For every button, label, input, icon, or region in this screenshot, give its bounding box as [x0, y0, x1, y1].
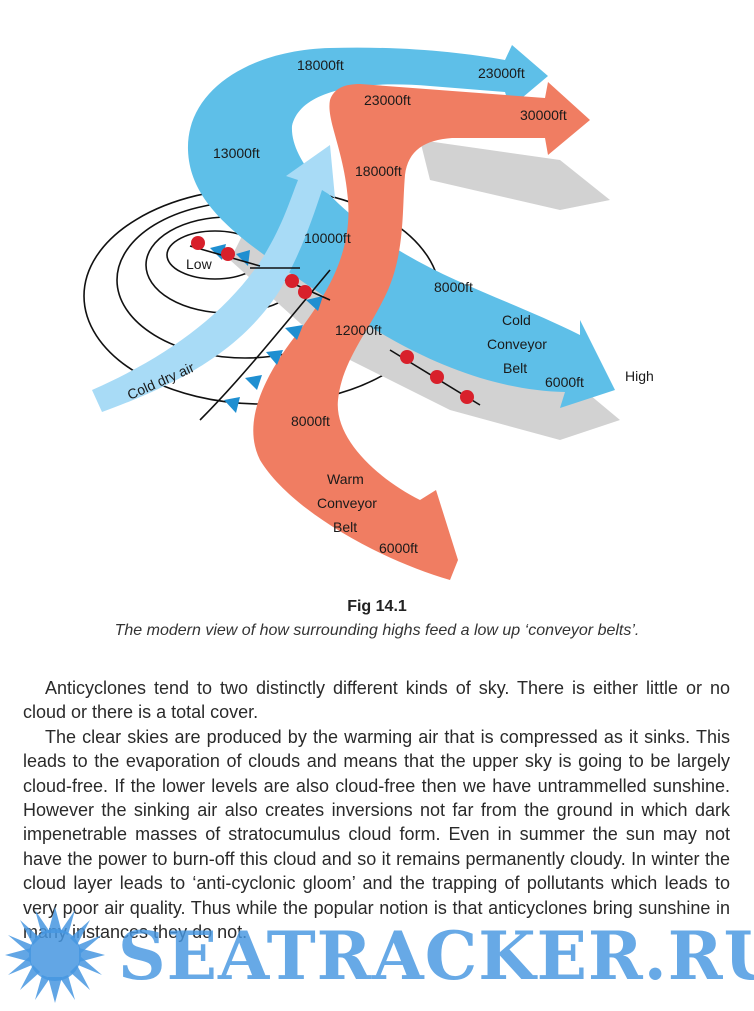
label-warm-belt-2: Conveyor [317, 495, 377, 511]
label-warm-6000ft: 6000ft [379, 540, 418, 556]
label-cold-belt-2: Conveyor [487, 336, 547, 352]
label-warm-18000ft: 18000ft [355, 163, 402, 179]
warm-conveyor-belt-arrow [253, 82, 590, 580]
body-text: Anticyclones tend to two distinctly diff… [23, 676, 730, 944]
paragraph-2: The clear skies are produced by the warm… [23, 726, 730, 943]
label-cold-8000ft: 8000ft [434, 279, 473, 295]
starburst-icon [5, 907, 105, 1003]
figure-number: Fig 14.1 [347, 598, 407, 615]
label-high: High [625, 368, 654, 384]
watermark-logo [5, 907, 105, 1003]
label-warm-12000ft: 12000ft [335, 322, 382, 338]
label-cold-13000ft: 13000ft [213, 145, 260, 161]
figure-caption: The modern view of how surrounding highs… [114, 622, 640, 639]
label-cold-10000ft: 10000ft [304, 230, 351, 246]
cold-front [199, 244, 331, 421]
label-cold-18000ft: 18000ft [297, 57, 344, 73]
label-cold-23000ft: 23000ft [478, 65, 525, 81]
paragraph-1: Anticyclones tend to two distinctly diff… [23, 678, 730, 723]
cold-dry-air-arrow [92, 145, 335, 412]
label-low: Low [186, 256, 213, 272]
label-warm-23000ft: 23000ft [364, 92, 411, 108]
label-warm-8000ft: 8000ft [291, 413, 330, 429]
label-warm-belt-1: Warm [327, 471, 364, 487]
label-cold-belt-3: Belt [503, 360, 527, 376]
warm-front [189, 236, 481, 406]
cold-conveyor-belt-arrow [187, 45, 615, 408]
label-cold-6000ft: 6000ft [545, 374, 584, 390]
label-warm-30000ft: 30000ft [520, 107, 567, 123]
conveyor-belt-diagram: 18000ft 23000ft 13000ft 10000ft 8000ft C… [83, 45, 654, 580]
label-cold-belt-1: Cold [502, 312, 531, 328]
label-warm-belt-3: Belt [333, 519, 357, 535]
watermark-text: SEATRACKER.RU [118, 917, 754, 995]
